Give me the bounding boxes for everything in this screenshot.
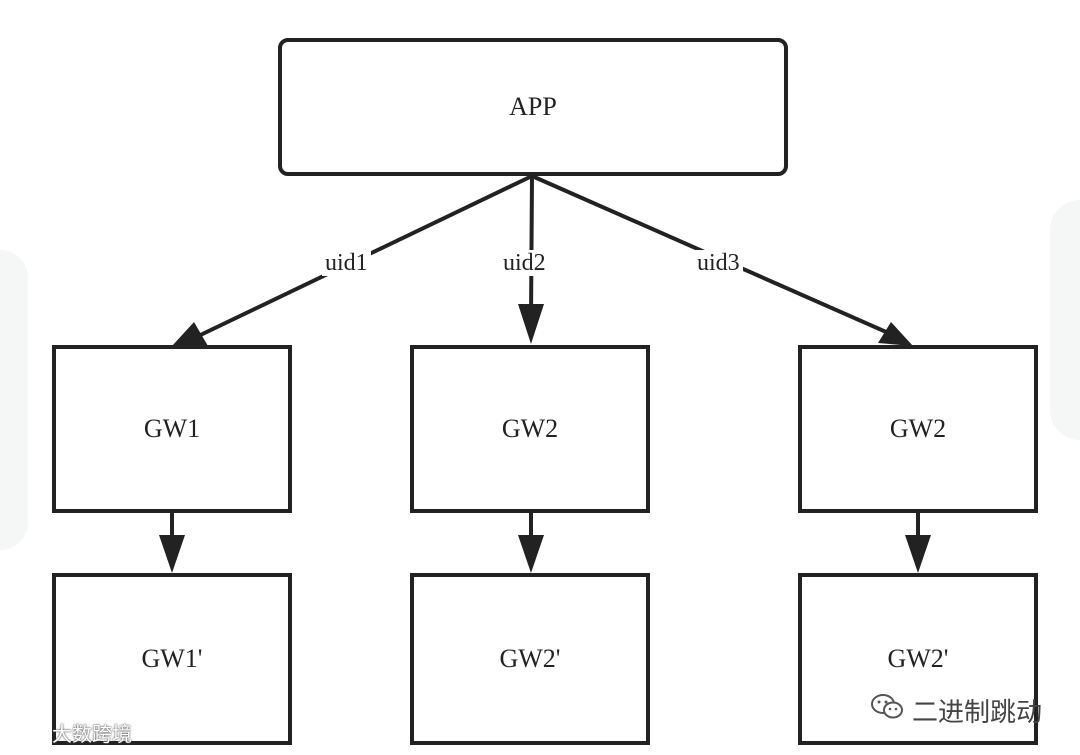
arrowhead-gw1prime — [159, 535, 185, 573]
gw-node-col3: GW2 — [798, 345, 1038, 513]
arrowhead-gw1 — [172, 322, 208, 346]
gw-prime-node-col1: GW1' — [52, 573, 292, 745]
wechat-icon — [870, 692, 904, 729]
background-decoration-right — [1050, 200, 1080, 440]
watermark-left-text: 大数跨境 — [52, 722, 132, 746]
app-node-label: APP — [509, 92, 557, 121]
edge-app-gw2 — [529, 175, 534, 319]
arrowhead-gw2 — [518, 304, 544, 344]
arrowhead-gw2prime — [518, 535, 544, 573]
gw-prime-node-col3: GW2' — [798, 573, 1038, 745]
gw-node-col3-label: GW2 — [889, 414, 947, 443]
gw-node-col1-label: GW1 — [143, 414, 201, 443]
edge-label-uid2: uid2 — [500, 250, 549, 276]
app-node: APP — [278, 38, 788, 176]
watermark-right-text: 二进制跳动 — [912, 698, 1043, 728]
background-decoration-left — [0, 250, 28, 550]
watermark-right: 二进制跳动 — [870, 692, 1042, 729]
gw-node-col1: GW1 — [52, 345, 292, 513]
arrowhead-gw2prime-right — [905, 535, 931, 573]
watermark-left: 大数跨境 — [8, 718, 132, 747]
gw-prime-node-col2: GW2' — [410, 573, 650, 745]
logo-icon — [8, 718, 48, 747]
gw-node-col2-label: GW2 — [501, 414, 559, 443]
edge-label-uid1: uid1 — [322, 250, 371, 276]
gw-prime-node-col3-label: GW2' — [887, 644, 949, 673]
gw-prime-node-col1-label: GW1' — [141, 644, 203, 673]
edge-label-uid3: uid3 — [694, 250, 743, 276]
gw-prime-node-col2-label: GW2' — [499, 644, 561, 673]
arrowhead-gw2-right — [878, 322, 913, 346]
gw-node-col2: GW2 — [410, 345, 650, 513]
